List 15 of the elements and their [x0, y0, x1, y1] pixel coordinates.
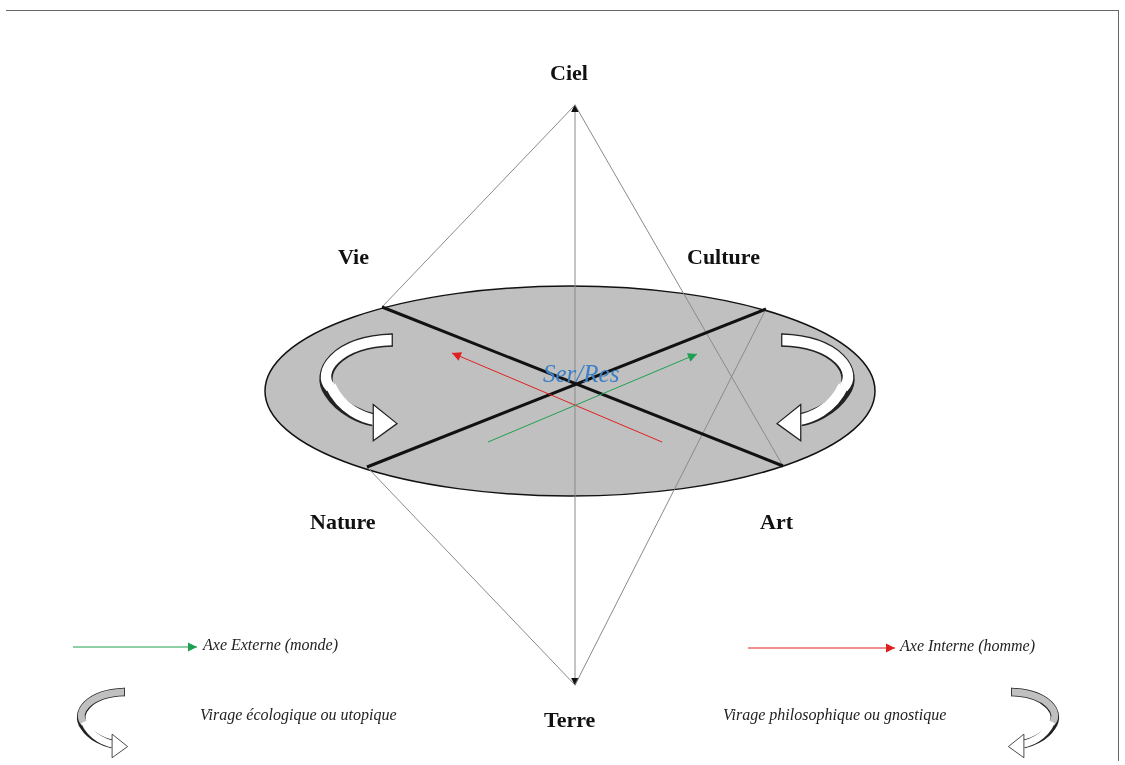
connector-line	[574, 104, 784, 467]
vertex-label: Terre	[544, 707, 596, 733]
vertex-label: Art	[760, 509, 793, 535]
legend-text: Virage écologique ou utopique	[200, 706, 397, 724]
connector-line	[366, 466, 576, 686]
vertex-label: Nature	[310, 509, 376, 535]
legend-text: Virage philosophique ou gnostique	[723, 706, 947, 724]
connector-line	[571, 104, 579, 686]
vertex-label: Culture	[687, 244, 760, 270]
vertex-label: Vie	[338, 244, 369, 270]
connector-line	[574, 308, 767, 686]
connector-line	[381, 104, 576, 308]
legend-text: Axe Interne (homme)	[900, 637, 1036, 655]
legend-text: Axe Externe (monde)	[203, 636, 339, 654]
vertex-label: Ciel	[550, 60, 588, 86]
